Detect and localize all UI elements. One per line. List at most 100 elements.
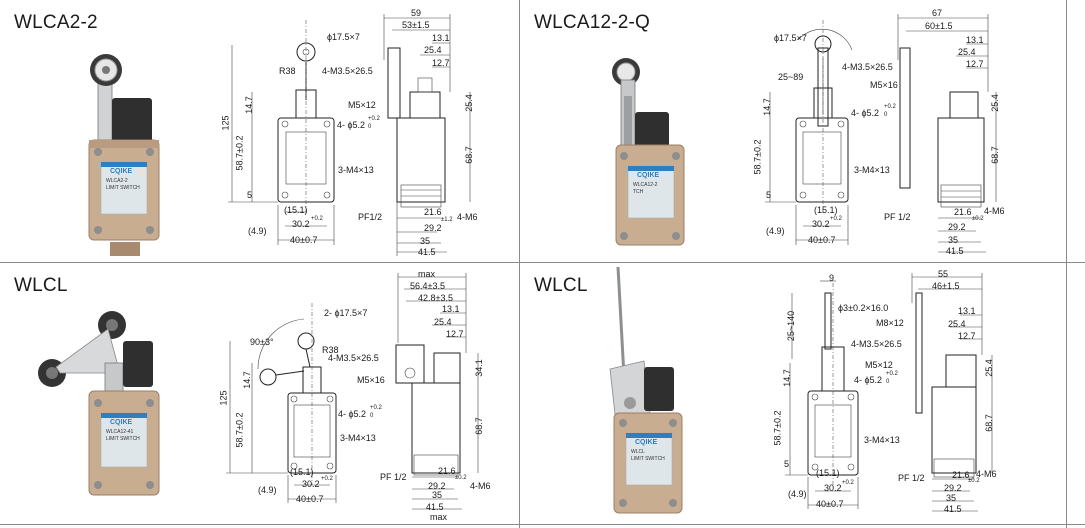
dim-r254: 25.4 xyxy=(983,359,994,377)
label-type: LIMIT SWITCH xyxy=(631,456,665,462)
panel-wlca2-2: WLCA2-2 CQIKE WLCA2-2 LIMIT SWITCH xyxy=(0,0,519,262)
dim-b35: 35 xyxy=(948,235,959,245)
panel-divider-vertical xyxy=(519,0,520,528)
dim-b292: 29.2 xyxy=(428,481,446,491)
dim-b415: 41.5 xyxy=(944,504,962,514)
dim-b302t: +0.2 xyxy=(842,480,854,486)
dim-r687: 68.7 xyxy=(983,414,994,432)
dim-h147: 14.7 xyxy=(241,371,252,389)
dim-h5: 5 xyxy=(766,190,772,200)
dim-b216t: ±1.2 xyxy=(441,217,453,223)
dim-max-top: max xyxy=(418,269,436,279)
dim-screw: 4-M3.5×26.5 xyxy=(842,62,893,72)
dim-hole-tol: +0.2 xyxy=(368,116,380,122)
dim-top3: 13.1 xyxy=(966,35,984,45)
dim-top3: 13.1 xyxy=(432,33,450,43)
product-photo-wlca2-2 xyxy=(88,54,160,256)
dim-b40: 40±0.7 xyxy=(290,235,318,245)
dim-angle: 25~89 xyxy=(778,72,804,82)
dim-b216t: ±0.2 xyxy=(972,216,984,222)
dim-b302t: +0.2 xyxy=(830,216,842,222)
dim-screw: 4-M3.5×26.5 xyxy=(322,66,373,76)
drawing-wlcl-lever xyxy=(226,273,479,510)
dim-m6: 4-M6 xyxy=(457,212,478,222)
dim-pf: PF 1/2 xyxy=(380,472,407,482)
dim-b49: (4.9) xyxy=(766,226,785,236)
drawing-wlca12-2-q xyxy=(765,14,997,253)
dim-top1: 67 xyxy=(932,8,943,18)
dim-b415: 41.5 xyxy=(418,247,436,257)
dim-b49: (4.9) xyxy=(788,489,807,499)
panel-wlcl-rod: WLCL CQIKE WLCL LIMIT SWITCH xyxy=(520,263,1066,524)
dim-pf: PF1/2 xyxy=(358,212,383,222)
dim-max-bottom: max xyxy=(430,512,448,522)
model-title: WLCA12-2-Q xyxy=(534,12,651,33)
label-type: LIMIT SWITCH xyxy=(106,436,140,442)
dim-top4: 25.4 xyxy=(958,47,976,57)
dim-hole-tol: +0.2 xyxy=(886,371,898,377)
dim-top1: 56.4±3.5 xyxy=(410,281,445,291)
dim-hole-tol0: 0 xyxy=(370,413,374,419)
product-photo-wlcl-lever xyxy=(38,311,160,496)
dim-top1: 59 xyxy=(411,8,422,18)
dim-hole: 4- ϕ5.2 xyxy=(854,375,883,385)
dim-pf: PF 1/2 xyxy=(884,212,911,222)
dim-m4: 3-M4×13 xyxy=(340,433,376,443)
dim-b216: 21.6 xyxy=(424,207,442,217)
product-photo-wlca12-2-q xyxy=(612,58,685,246)
dim-top3: 13.1 xyxy=(442,304,460,314)
drawing-wlca2-2 xyxy=(228,14,471,256)
dim-b302: 30.2 xyxy=(824,483,842,493)
dim-roller: 2- ϕ17.5×7 xyxy=(324,308,368,318)
dim-h587: 58.7±0.2 xyxy=(234,135,245,171)
dim-h125: 125 xyxy=(218,390,229,406)
dim-top3: 13.1 xyxy=(958,306,976,316)
dim-radius: R38 xyxy=(279,66,296,76)
dim-m5: M5×16 xyxy=(870,80,898,90)
dim-b35: 35 xyxy=(946,493,957,503)
dim-b302t: +0.2 xyxy=(321,476,333,482)
dim-b151: (15.1) xyxy=(816,468,840,478)
dim-b292: 29.2 xyxy=(944,483,962,493)
dim-angle: 25~140 xyxy=(786,310,797,342)
dim-b35: 35 xyxy=(432,490,443,500)
dim-h587: 58.7±0.2 xyxy=(752,139,763,175)
dim-h125: 125 xyxy=(220,115,231,131)
dim-m6: 4-M6 xyxy=(976,469,997,479)
dim-hole: 4- ϕ5.2 xyxy=(338,409,367,419)
dim-m5: M5×12 xyxy=(348,100,376,110)
dim-r254: 25.4 xyxy=(463,94,474,112)
label-type: LIMIT SWITCH xyxy=(106,185,140,191)
dim-b35: 35 xyxy=(420,236,431,246)
dim-m8: M8×12 xyxy=(876,318,904,328)
dim-top0: 9 xyxy=(829,273,835,283)
dim-m6: 4-M6 xyxy=(984,206,1005,216)
label-brand: CQIKE xyxy=(110,168,133,175)
dim-top1: 55 xyxy=(938,269,949,279)
dim-h587: 58.7±0.2 xyxy=(234,412,245,448)
dim-b216: 21.6 xyxy=(954,207,972,217)
dim-top5: 12.7 xyxy=(446,329,464,339)
dim-b49: (4.9) xyxy=(258,485,277,495)
label-model: WLCL xyxy=(631,449,645,455)
dim-m4: 3-M4×13 xyxy=(854,165,890,175)
dim-top2: 46±1.5 xyxy=(932,281,960,291)
dim-b216: 21.6 xyxy=(438,466,456,476)
dim-b216t: ±0.2 xyxy=(968,478,980,484)
dim-h5: 5 xyxy=(247,190,253,200)
panel-wlca12-2-q: WLCA12-2-Q CQIKE WLCA12-2 TCH xyxy=(520,0,1066,262)
dim-top5: 12.7 xyxy=(958,331,976,341)
dim-r687: 68.7 xyxy=(463,146,474,164)
dim-h5: 5 xyxy=(784,459,790,469)
dim-m6: 4-M6 xyxy=(470,481,491,491)
drawing-wlcl-rod xyxy=(785,273,993,512)
dim-roller: ϕ17.5×7 xyxy=(327,32,360,42)
dim-top2: 53±1.5 xyxy=(402,20,430,30)
dim-b216t: ±0.2 xyxy=(455,475,467,481)
dim-rod: ϕ3±0.2×16.0 xyxy=(838,303,889,313)
dim-top2: 42.8±3.5 xyxy=(418,293,453,303)
dim-hole-tol: +0.2 xyxy=(884,104,896,110)
dim-b302: 30.2 xyxy=(812,219,830,229)
dim-b151: (15.1) xyxy=(290,467,314,477)
